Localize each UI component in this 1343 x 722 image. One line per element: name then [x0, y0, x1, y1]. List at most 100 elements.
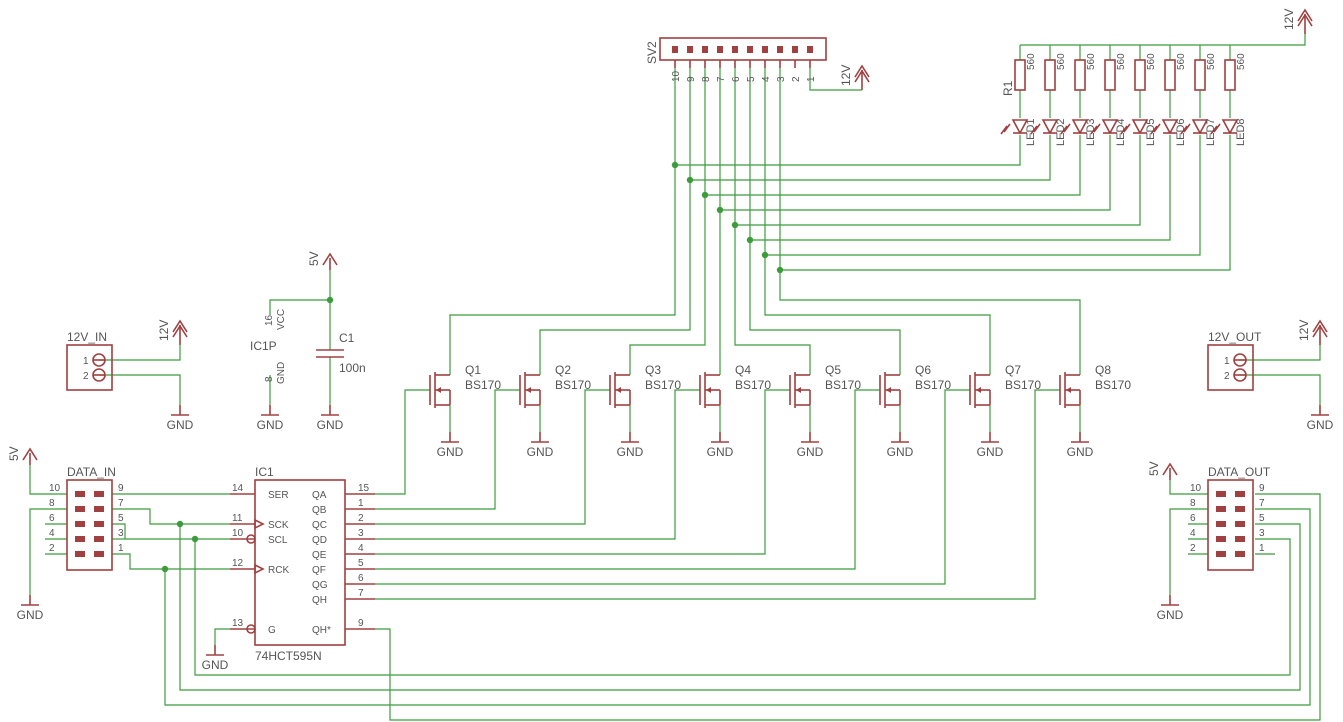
- sv2-pin-number: 10: [671, 70, 682, 82]
- 12v-out-gnd-wire: [1240, 374, 1321, 405]
- header-pad: [94, 506, 104, 512]
- ic1p-label: IC1P: [250, 339, 277, 353]
- led-label: LED4: [1115, 118, 1127, 146]
- supply-12v-sv2-outer: [854, 64, 870, 78]
- transistor-name: Q2: [555, 363, 571, 377]
- gate-wire: [375, 389, 700, 540]
- sv2-pin-pad: [687, 46, 693, 53]
- ground-label: GND: [257, 418, 284, 432]
- led-2: [1041, 119, 1059, 135]
- mosfet-arrow: [616, 387, 621, 393]
- ground-label: GND: [437, 445, 464, 459]
- transistor-name: Q3: [645, 363, 661, 377]
- drain-wire: [764, 68, 991, 375]
- terminal-number: 2: [1224, 371, 1230, 382]
- mosfet-arrow: [526, 387, 531, 393]
- supply-12v-led-label: 12V: [1282, 9, 1296, 30]
- led-cathode-bus: [780, 135, 1231, 271]
- led-light-arrow: [1153, 123, 1161, 133]
- ic1-pin-name: QG: [312, 580, 328, 591]
- ic1-pin-number: 4: [358, 543, 364, 554]
- led-cathode-bus: [705, 135, 1081, 196]
- ground-label: GND: [617, 445, 644, 459]
- ic1-pin-name: SCK: [268, 520, 289, 531]
- led-light-arrow: [1213, 123, 1221, 133]
- resistor-6: [1164, 59, 1176, 91]
- gate-wire: [375, 389, 430, 495]
- ground-label: GND: [887, 445, 914, 459]
- led-light-arrow: [1180, 125, 1188, 135]
- sv2-pin-pad: [777, 46, 783, 53]
- led-light-arrow: [1093, 123, 1101, 133]
- resistor-value: 560: [1236, 53, 1247, 70]
- gate-wire: [375, 389, 970, 585]
- led-light-arrow: [1033, 123, 1041, 133]
- gate-wire: [375, 389, 1060, 600]
- header-pin-number: 10: [1190, 483, 1202, 494]
- led-light-arrow: [1120, 125, 1128, 135]
- transistor-part: BS170: [1095, 378, 1131, 392]
- supply-12v-sv2: [854, 69, 870, 83]
- mosfet-arrow: [706, 387, 711, 393]
- led-light-arrow: [1063, 123, 1071, 133]
- r1-label: R1: [1001, 80, 1015, 96]
- header-pin-number: 8: [1190, 498, 1196, 509]
- header-pin-number: 8: [49, 498, 55, 509]
- wires: [29, 34, 1321, 721]
- transistor-name: Q6: [915, 363, 931, 377]
- header-pad: [75, 521, 85, 527]
- header-pad: [1216, 551, 1226, 557]
- led-cathode-bus: [690, 135, 1051, 181]
- header-pad: [1235, 491, 1245, 497]
- c1-value: 100n: [339, 361, 366, 375]
- led-5: [1131, 119, 1149, 135]
- transistor-part: BS170: [555, 378, 591, 392]
- transistor-part: BS170: [1005, 378, 1041, 392]
- led-cathode-bus: [720, 135, 1111, 211]
- led-label: LED5: [1145, 118, 1157, 146]
- header-pad: [75, 506, 85, 512]
- rck-wire: [112, 553, 230, 570]
- sv2-label: SV2: [645, 41, 659, 64]
- 12v-out-wire: [1240, 345, 1321, 361]
- ic1-pin-name: QF: [312, 565, 326, 576]
- supply-12v-sv2-label: 12V: [839, 65, 853, 86]
- sv2-pin-number: 9: [686, 76, 697, 82]
- supply-5v-data-in: [22, 447, 38, 461]
- led-cathode-bus: [750, 135, 1171, 241]
- header-pin-number: 2: [49, 543, 55, 554]
- header-pad: [1216, 506, 1226, 512]
- header-pad: [94, 536, 104, 542]
- ic1-pin-name: QC: [312, 520, 327, 531]
- resistor-value: 560: [1026, 53, 1037, 70]
- ground-label: GND: [1307, 418, 1334, 432]
- led-label: LED6: [1175, 118, 1187, 146]
- ic1-pin-number: 14: [232, 483, 244, 494]
- supply-5v-ic1p-label: 5V: [307, 251, 321, 266]
- data-out-5v-wire: [1169, 480, 1208, 495]
- vcc-wire: [269, 270, 331, 315]
- resistor-value: 560: [1086, 53, 1097, 70]
- ic1-pin-number: 13: [232, 618, 244, 629]
- qh-cascade-wire: [375, 493, 1321, 721]
- led-light-arrow: [1150, 125, 1158, 135]
- conn-12v-out-label: 12V_OUT: [1208, 330, 1262, 344]
- drain-wire: [749, 68, 901, 375]
- supply-5v-data-out: [1162, 462, 1178, 476]
- resistor-3: [1074, 59, 1086, 91]
- conn-12v-out-body: [1207, 344, 1254, 391]
- gate-wire: [375, 389, 520, 510]
- sv2-pin-pad: [762, 46, 768, 53]
- sck-clock-marker: [254, 518, 265, 530]
- sv2-pin-pad: [807, 46, 813, 53]
- ground-label: GND: [202, 658, 229, 672]
- supply-5v-ic1p: [322, 252, 338, 266]
- 12v-in-wire: [99, 345, 181, 361]
- led-cathode-bus: [675, 135, 1021, 166]
- data-out-gnd-wire: [1169, 508, 1208, 595]
- vcc-label: VCC: [276, 309, 287, 330]
- led-8: [1221, 119, 1239, 135]
- scl-bypass-wire: [194, 538, 1291, 676]
- g-ground-wire: [214, 628, 230, 645]
